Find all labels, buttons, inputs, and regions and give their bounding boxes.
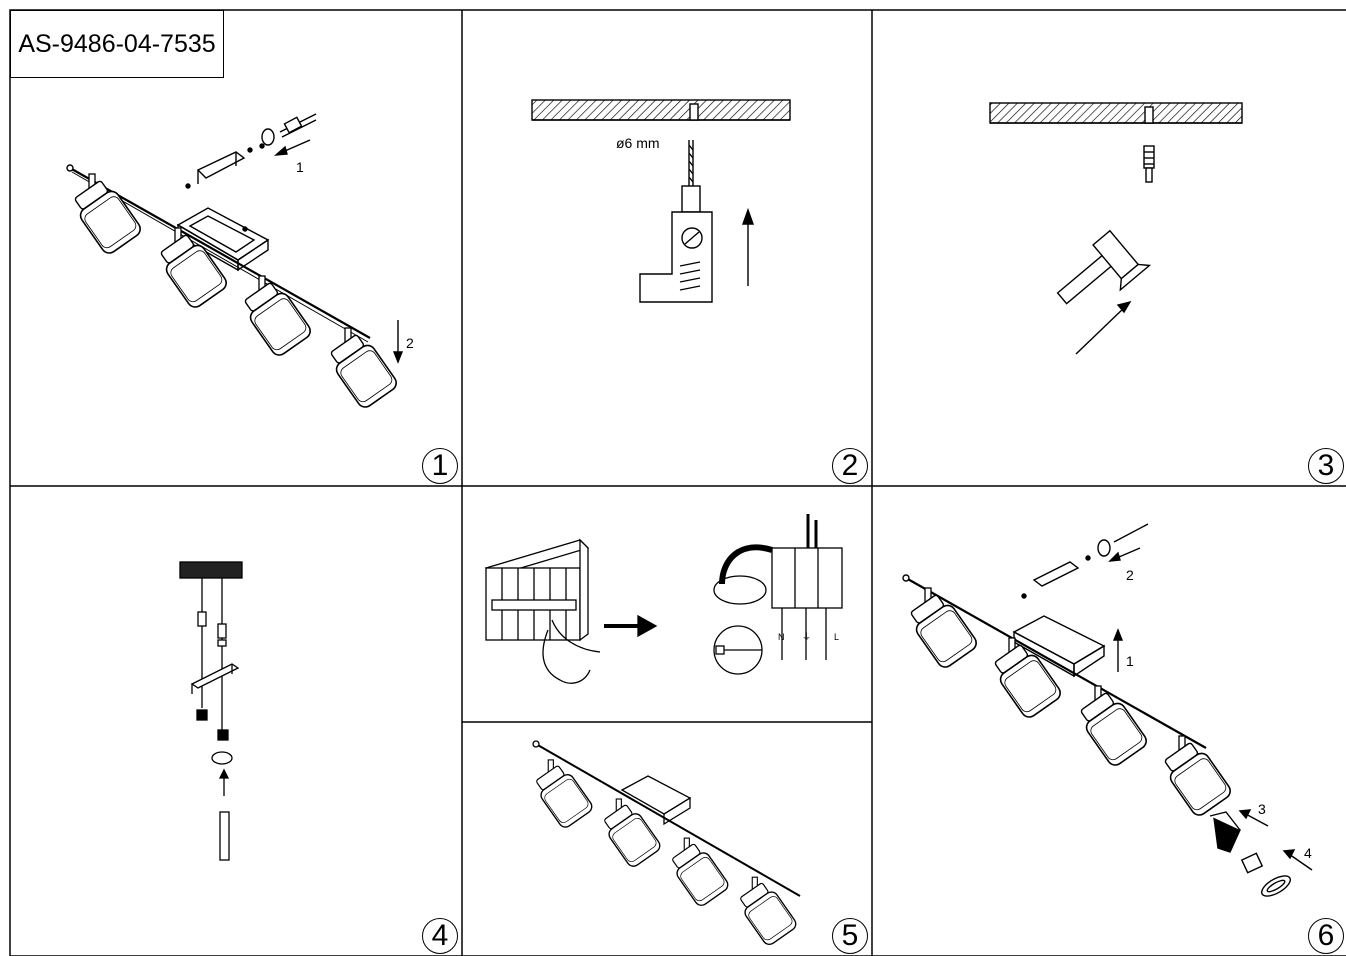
wire-label-earth: ⏚ [802,632,811,642]
step-1-arrow-1-label: 1 [296,159,304,175]
step-number-5: 5 [832,918,868,954]
model-code-label: AS-9486-04-7535 [10,10,224,78]
drill-size-label: ø6 mm [616,135,660,151]
panel-2-drill-illustration [531,99,791,303]
panel-4-mounting-illustration [179,561,243,861]
panel-3-hammer-illustration [989,102,1243,355]
wire-label-l: L [834,632,839,642]
step-1-arrow-2-label: 2 [406,335,414,351]
step-number-2: 2 [832,448,868,484]
step-number-3: 3 [1308,448,1344,484]
step-number-6: 6 [1308,918,1344,954]
step-6-arrow-4-label: 4 [1304,845,1312,861]
panel-5-fixture-illustration [530,740,801,948]
step-number-4: 4 [422,918,458,954]
panel-1-fixture-illustration [66,113,404,411]
step-6-arrow-3-label: 3 [1258,801,1266,817]
step-number-1: 1 [422,448,458,484]
step-6-arrow-1-label: 1 [1126,653,1134,669]
panel-6-bulb-illustration [902,523,1313,897]
wire-label-n: N [778,632,785,642]
panel-grid [9,9,1346,956]
step-6-arrow-2-label: 2 [1126,567,1134,583]
panel-5-wiring-illustration [484,514,843,684]
